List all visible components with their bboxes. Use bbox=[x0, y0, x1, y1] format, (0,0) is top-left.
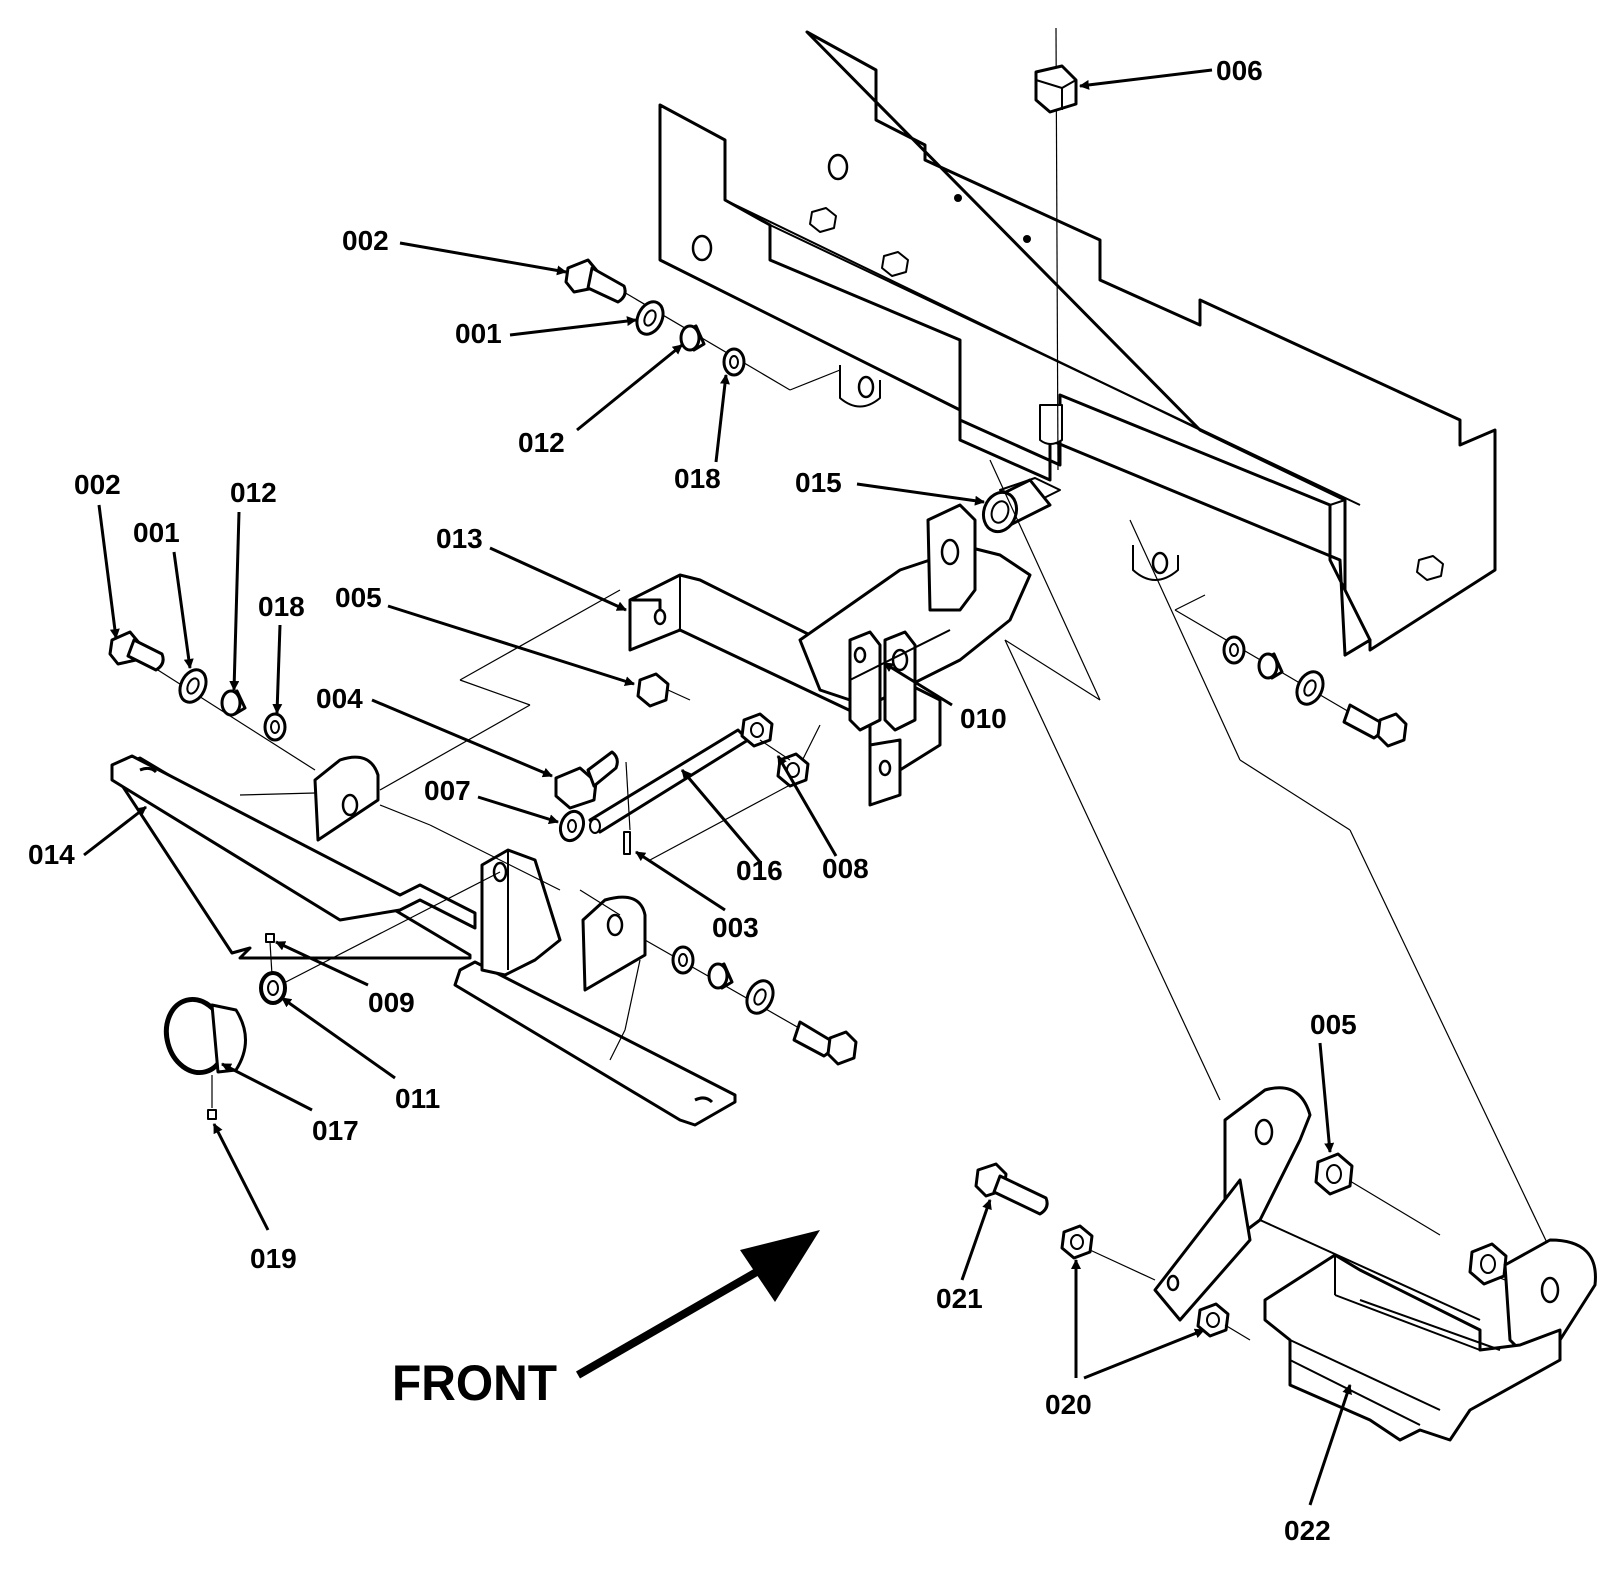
bracket-plate-lower bbox=[1153, 1086, 1581, 1322]
callout-022: 022 bbox=[1284, 1515, 1331, 1546]
callout-006: 006 bbox=[1216, 55, 1263, 86]
pad-022 bbox=[1263, 1253, 1562, 1442]
nut-005-upper bbox=[636, 672, 691, 708]
callout-012: 012 bbox=[518, 427, 565, 458]
nuts-020 bbox=[1060, 1224, 1251, 1341]
rod-016 bbox=[588, 728, 750, 834]
set-screw-019 bbox=[207, 1075, 217, 1120]
channel-frame bbox=[658, 30, 1497, 657]
callout-005: 005 bbox=[1310, 1009, 1357, 1040]
callout-002: 002 bbox=[74, 469, 121, 500]
callout-021: 021 bbox=[936, 1283, 983, 1314]
right-tab bbox=[579, 889, 647, 1061]
nut-005-lower bbox=[1314, 1152, 1508, 1286]
callout-010: 010 bbox=[960, 703, 1007, 734]
nuts-008 bbox=[740, 712, 810, 788]
pedal-arm bbox=[279, 848, 562, 986]
callout-018: 018 bbox=[674, 463, 721, 494]
callout-019: 019 bbox=[250, 1243, 297, 1274]
callout-007: 007 bbox=[424, 775, 471, 806]
callout-001: 001 bbox=[133, 517, 180, 548]
slide-plate-014 bbox=[110, 754, 737, 1127]
sleeve-015 bbox=[981, 478, 1052, 534]
callout-005: 005 bbox=[335, 582, 382, 613]
set-screw-009 bbox=[265, 933, 275, 976]
callout-011: 011 bbox=[395, 1083, 440, 1114]
left-tab bbox=[239, 755, 561, 891]
callout-015: 015 bbox=[795, 467, 842, 498]
callout-003: 003 bbox=[712, 912, 759, 943]
washer-007 bbox=[558, 809, 586, 843]
callout-014: 014 bbox=[28, 839, 75, 870]
hardware-stack-frame-right bbox=[1174, 594, 1408, 748]
hex-nut-006 bbox=[1034, 64, 1078, 114]
callout-004: 004 bbox=[316, 683, 363, 714]
knob-017 bbox=[163, 996, 247, 1076]
bracket-013 bbox=[379, 503, 1032, 861]
callout-017: 017 bbox=[312, 1115, 359, 1146]
hardware-stack-lower bbox=[644, 939, 858, 1066]
front-label: FRONT bbox=[392, 1355, 557, 1411]
front-direction-arrow bbox=[576, 1230, 820, 1379]
callout-008: 008 bbox=[822, 853, 869, 884]
callout-018: 018 bbox=[258, 591, 305, 622]
callout-009: 009 bbox=[368, 987, 415, 1018]
callout-013: 013 bbox=[436, 523, 483, 554]
leader-lines bbox=[83, 68, 1352, 1506]
callout-016: 016 bbox=[736, 855, 783, 886]
callout-001: 001 bbox=[455, 318, 502, 349]
hardware-stack-upper bbox=[564, 258, 841, 391]
bolt-004 bbox=[554, 750, 619, 810]
nut-011 bbox=[259, 971, 287, 1005]
callout-002: 002 bbox=[342, 225, 389, 256]
pin-003 bbox=[623, 761, 631, 855]
callout-012: 012 bbox=[230, 477, 277, 508]
hardware-stack-left bbox=[108, 630, 316, 771]
callout-020: 020 bbox=[1045, 1389, 1092, 1420]
guide-lines-lower bbox=[989, 459, 1561, 1271]
bolt-021 bbox=[974, 1162, 1049, 1216]
